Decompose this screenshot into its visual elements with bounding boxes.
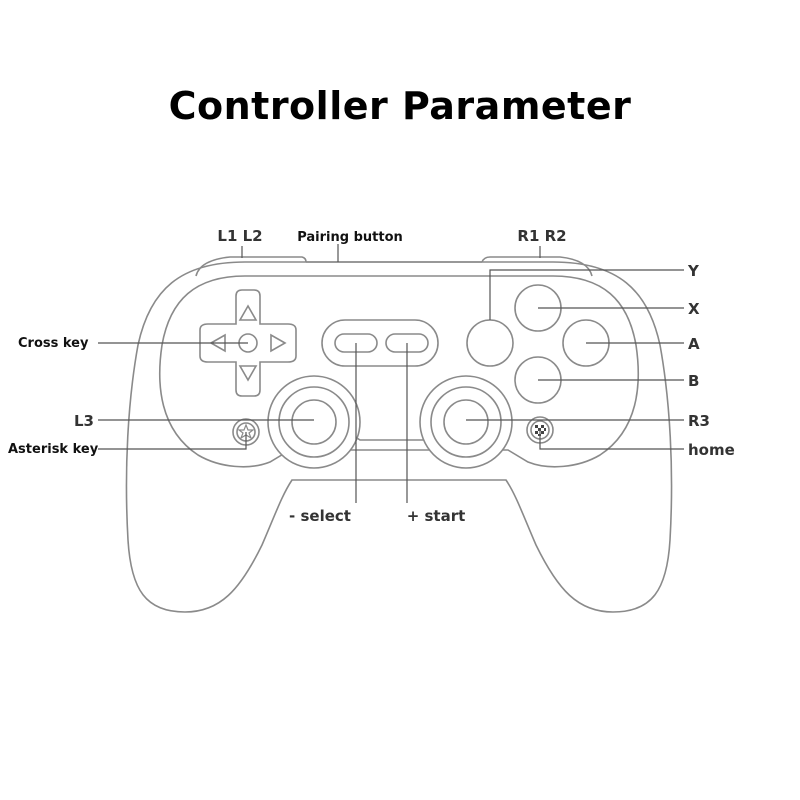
select-start-housing	[321, 319, 439, 367]
label-home: home	[688, 441, 735, 459]
left-stick-base	[267, 375, 361, 469]
label-x: X	[688, 300, 700, 318]
label-asterisk-key: Asterisk key	[8, 442, 99, 457]
controller-body-outline	[125, 261, 673, 613]
leader-home	[539, 430, 684, 450]
right-stick-ring	[430, 386, 502, 458]
label-l1-l2: L1 L2	[217, 227, 262, 245]
right-stick-base	[419, 375, 513, 469]
faceplate-outline	[158, 275, 640, 468]
label-r3: R3	[688, 412, 710, 430]
left-stick-cap[interactable]	[291, 399, 337, 445]
label-r1-r2: R1 R2	[517, 227, 566, 245]
label-y: Y	[687, 262, 700, 280]
left-stick-ring	[278, 386, 350, 458]
label-b: B	[688, 372, 699, 390]
label-a: A	[688, 335, 700, 353]
leader-y	[489, 269, 684, 320]
y-button[interactable]	[466, 319, 514, 367]
label-pairing-button: Pairing button	[297, 230, 403, 245]
dpad-up-arrow-icon	[238, 304, 258, 321]
right-bumper-outline	[481, 256, 593, 277]
right-stick-cap[interactable]	[443, 399, 489, 445]
dpad-right-arrow-icon	[270, 333, 287, 353]
dpad-down-arrow-icon	[238, 365, 258, 382]
left-bumper-outline	[195, 256, 307, 277]
page-title: Controller Parameter	[168, 84, 632, 128]
label-cross-key: Cross key	[18, 336, 89, 351]
label-l3: L3	[74, 412, 94, 430]
leader-asterisk	[98, 432, 247, 450]
label-start: + start	[407, 507, 466, 525]
label-select: - select	[289, 507, 351, 525]
